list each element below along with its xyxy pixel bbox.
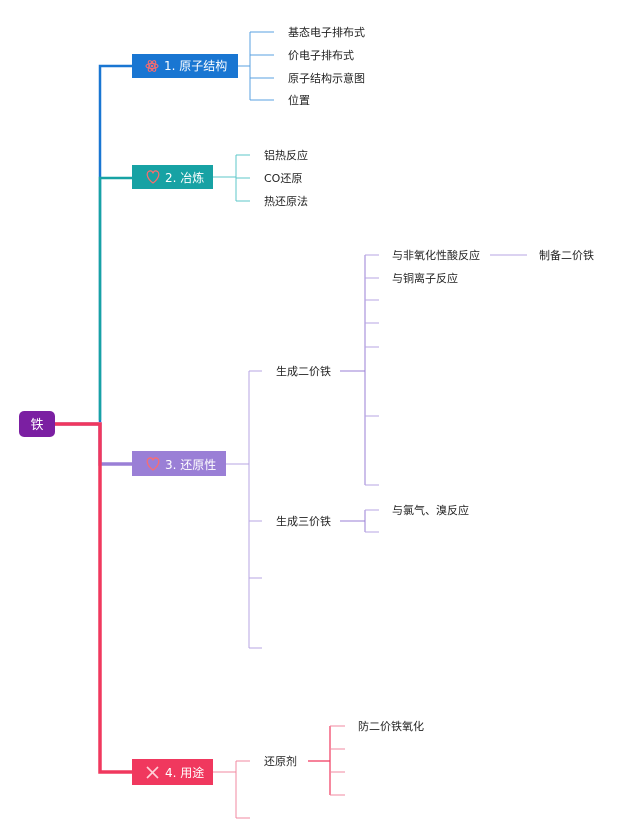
connector-root-structure	[98, 64, 132, 422]
leaf-structure-4: 位置	[288, 93, 310, 107]
connector-root-uses	[54, 422, 132, 774]
heart-icon	[146, 457, 160, 471]
leaf-prepare-fe2: 制备二价铁	[539, 248, 594, 262]
branch-uses[interactable]: 4. 用途	[132, 759, 213, 785]
leaf-structure-1: 基态电子排布式	[288, 25, 365, 39]
leaf-fe2-copper: 与铜离子反应	[392, 271, 458, 285]
root-node[interactable]: 铁	[19, 411, 55, 437]
leaf-smelting-3: 热还原法	[264, 194, 308, 208]
connector-root-smelting	[98, 176, 132, 420]
node-fe3-label: 生成三价铁	[276, 514, 331, 528]
tools-icon	[146, 766, 159, 779]
branch-smelting[interactable]: 2. 冶炼	[132, 165, 213, 189]
leaf-prevent-oxidation: 防二价铁氧化	[358, 719, 424, 733]
root-label: 铁	[30, 418, 43, 433]
branch-reducibility-label: 3. 还原性	[165, 458, 216, 472]
node-fe2-label: 生成二价铁	[276, 364, 331, 378]
node-reductant-label: 还原剂	[264, 754, 297, 768]
leaf-smelting-2: CO还原	[264, 172, 302, 185]
connector-root-reducibility	[54, 422, 132, 466]
heart-icon	[146, 170, 160, 184]
branch-structure-label: 1. 原子结构	[164, 58, 227, 73]
leaf-smelting-1: 铝热反应	[264, 148, 308, 162]
branch-smelting-label: 2. 冶炼	[165, 170, 204, 185]
leaf-structure-3: 原子结构示意图	[288, 71, 365, 85]
branch-structure[interactable]: 1. 原子结构	[132, 54, 238, 78]
leaf-fe3-chlorine: 与氯气、溴反应	[392, 503, 469, 517]
leaf-fe2-acid: 与非氧化性酸反应	[392, 248, 480, 262]
leaf-structure-2: 价电子排布式	[288, 48, 354, 62]
branch-uses-label: 4. 用途	[165, 765, 204, 780]
branch-reducibility[interactable]: 3. 还原性	[132, 451, 226, 476]
